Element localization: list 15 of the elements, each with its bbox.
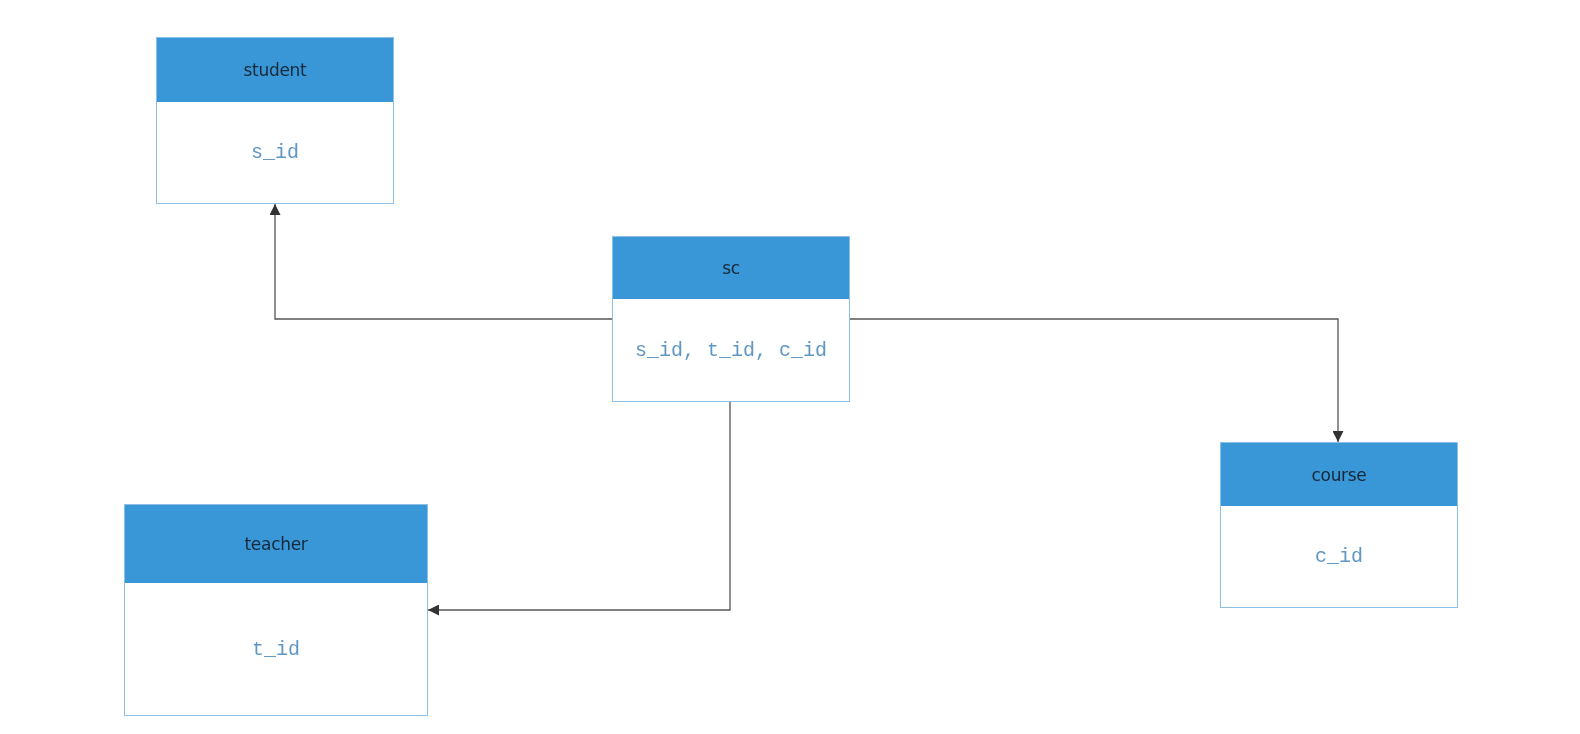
connector-arrow <box>849 318 1344 443</box>
field-list: c_id <box>1315 545 1363 568</box>
table-card <box>1220 442 1458 608</box>
connector-arrow <box>269 203 613 320</box>
field-list: s_id, t_id, c_id <box>635 338 827 362</box>
field-list: s_id <box>251 141 299 164</box>
field-list: t_id <box>252 637 300 661</box>
table-header: teacher <box>125 505 427 583</box>
table-header: sc <box>613 237 849 299</box>
table-card <box>124 504 428 716</box>
table-header: student <box>157 38 393 102</box>
table-header: course <box>1221 443 1457 506</box>
table-card <box>612 236 850 402</box>
connector-arrow <box>427 401 731 616</box>
table-card <box>156 37 394 204</box>
